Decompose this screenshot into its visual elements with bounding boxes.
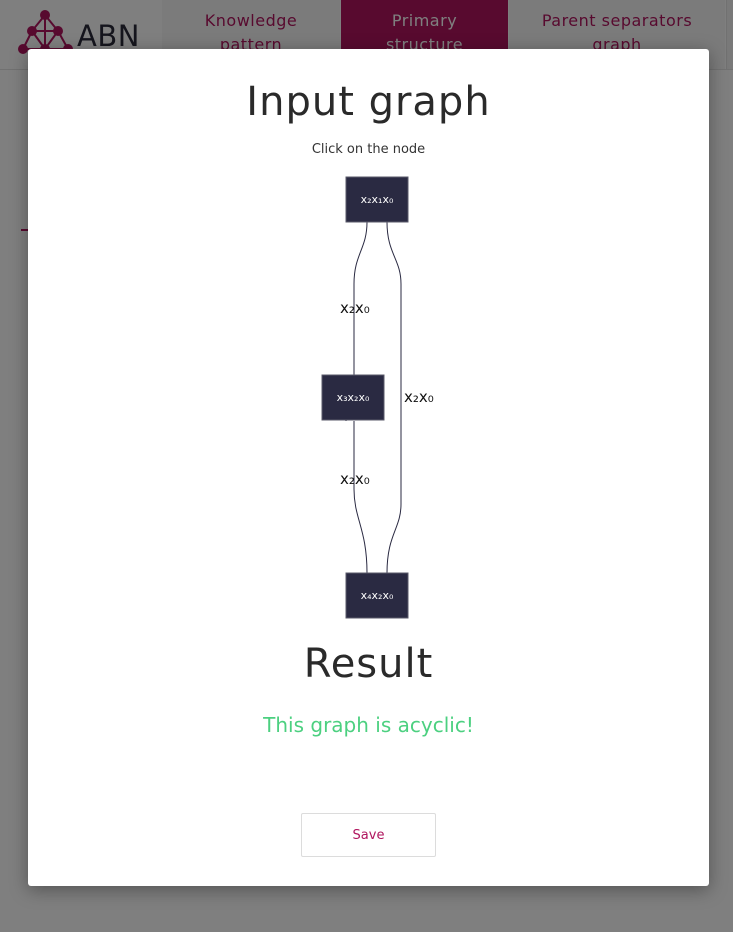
result-title: Result <box>303 641 434 687</box>
input-graph: x₂x₀ x₂x₀ x₂x₀ x₂x₁x₀ x₃x₂x₀ x₄x₂x₀ <box>321 176 434 619</box>
graph-node-top[interactable]: x₂x₁x₀ <box>345 176 409 223</box>
edge-label-top-mid: x₂x₀ <box>340 299 370 317</box>
edge-label-top-bot: x₂x₀ <box>404 388 434 406</box>
result-message: This graph is acyclic! <box>263 713 474 737</box>
graph-node-bot[interactable]: x₄x₂x₀ <box>345 572 409 619</box>
node-label: x₂x₁x₀ <box>361 193 394 206</box>
save-button[interactable]: Save <box>301 813 436 857</box>
modal-title: Input graph <box>246 79 491 125</box>
edge-label-mid-bot: x₂x₀ <box>340 470 370 488</box>
graph-edge-mid-bot <box>353 421 368 574</box>
input-graph-modal: Input graph Click on the node x₂x₀ x₂x₀ … <box>28 49 709 886</box>
node-label: x₃x₂x₀ <box>337 391 370 404</box>
modal-hint: Click on the node <box>311 142 426 157</box>
graph-edge-top-bot <box>386 221 402 574</box>
graph-node-mid[interactable]: x₃x₂x₀ <box>321 374 385 421</box>
node-label: x₄x₂x₀ <box>361 589 394 602</box>
